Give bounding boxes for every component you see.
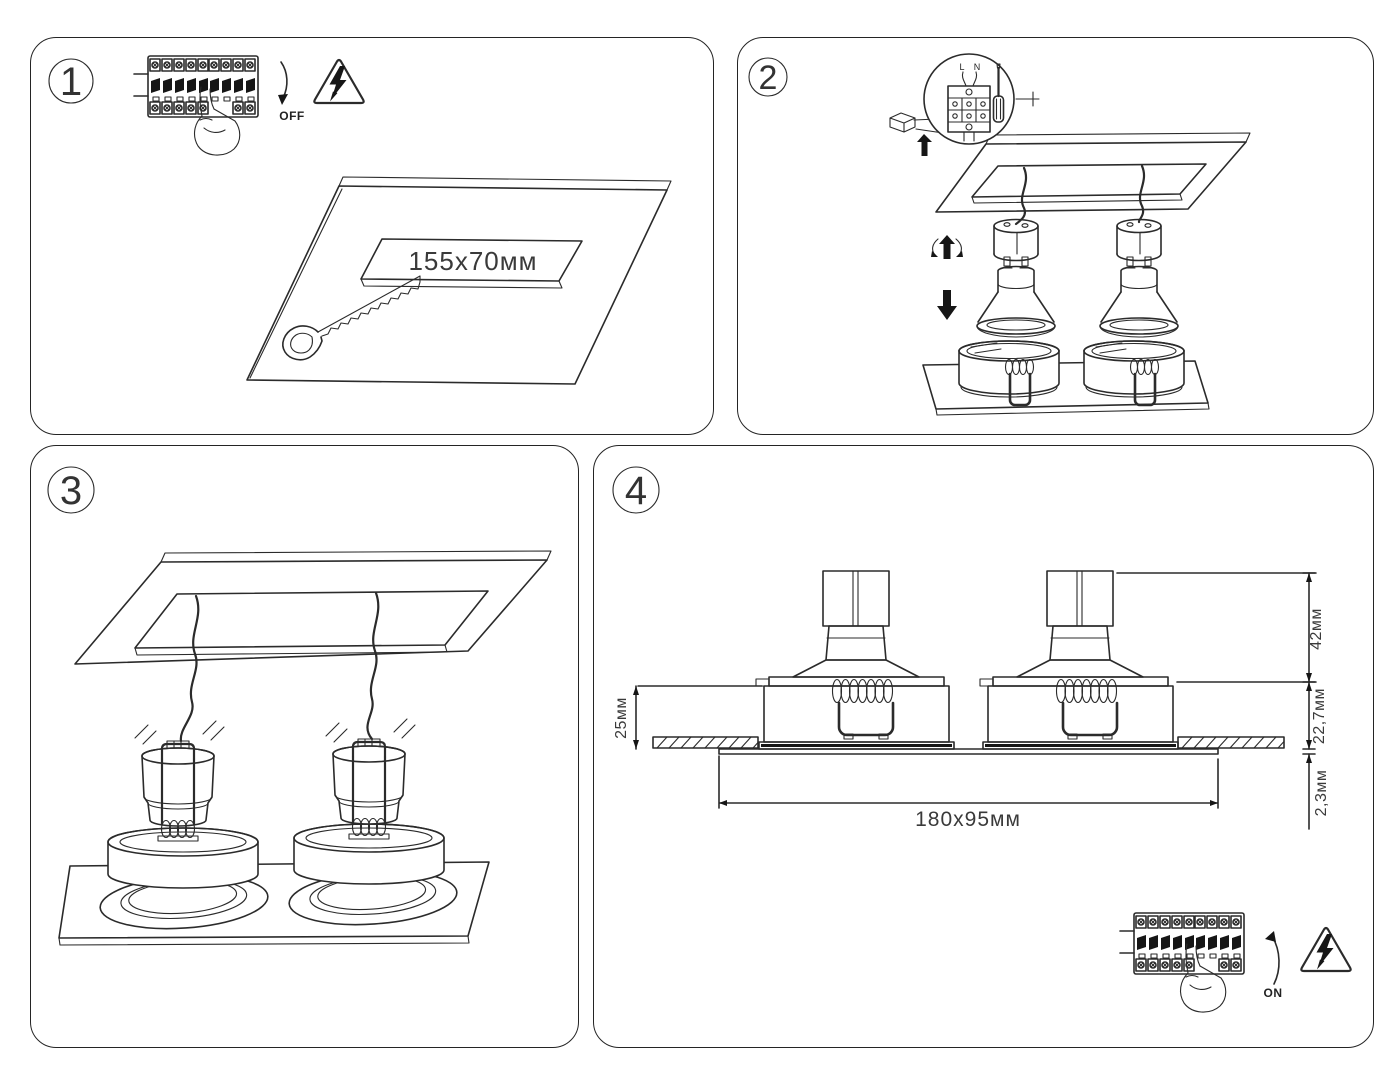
- switch-on-label: ON: [1264, 986, 1283, 1000]
- power-wire: [179, 594, 200, 743]
- step-badge: 1: [48, 58, 94, 104]
- step-number: 1: [60, 60, 82, 104]
- cutout-outline: [360, 238, 583, 289]
- breaker-panel-illustration: [1119, 912, 1245, 1013]
- terminal-n-label: N: [974, 62, 981, 72]
- step4-illustration: 4: [612, 466, 1352, 1013]
- cutout-size-label: 155x70мм: [408, 246, 537, 276]
- hand-pressing-icon: [193, 86, 241, 156]
- lamp-housing: [107, 827, 259, 889]
- electric-hazard-icon: [1300, 926, 1352, 973]
- hand-pressing-icon: [1179, 943, 1227, 1013]
- dimension-lines: [633, 572, 1317, 830]
- power-wire: [366, 591, 380, 741]
- switch-off-arrow-icon: OFF: [278, 61, 305, 123]
- pointer-line: [1015, 91, 1040, 107]
- down-arrow-icon: [937, 290, 957, 320]
- screwdriver-icon: [992, 63, 1005, 123]
- step-badge: 4: [612, 466, 660, 514]
- step2-illustration: 2: [748, 53, 1251, 416]
- magnified-wiring-detail: L N: [889, 53, 1040, 156]
- step-badge: 3: [47, 466, 95, 514]
- switch-on-arrow-icon: ON: [1264, 931, 1283, 1000]
- lamp-housing: [293, 823, 445, 885]
- dimension-trim-label: 2,3мм: [1313, 770, 1330, 817]
- insert-up-arrow-icon: [917, 134, 932, 156]
- ceiling-cross-section: [652, 736, 1285, 749]
- breaker-toggles: [1137, 935, 1241, 950]
- dimension-recess-label: 25мм: [613, 697, 630, 739]
- electric-hazard-icon: [313, 58, 365, 105]
- dimension-height-label: 42мм: [1308, 608, 1325, 650]
- step1-panel: 1 OFF: [30, 37, 714, 435]
- ceiling-plate: [935, 132, 1251, 213]
- step4-panel: 4: [593, 445, 1374, 1048]
- terminal-l-label: L: [959, 62, 964, 72]
- dimension-frame-size-label: 180x95мм: [915, 808, 1021, 831]
- step1-illustration: 1 OFF: [48, 55, 672, 385]
- keyhole-saw-icon: [282, 275, 421, 361]
- step-number: 3: [60, 469, 82, 513]
- dimension-depth-label: 22,7мм: [1311, 688, 1328, 744]
- rotate-arrow-icon: [931, 235, 963, 259]
- terminal-block: [947, 85, 991, 142]
- power-wire: [1014, 166, 1028, 226]
- ceiling-plate: [74, 550, 552, 665]
- step-badge: 2: [748, 57, 788, 97]
- breaker-panel-illustration: [133, 55, 259, 156]
- junction-box: [889, 112, 916, 133]
- switch-off-label: OFF: [279, 109, 305, 123]
- step-number: 2: [759, 59, 778, 97]
- step3-panel: 3: [30, 445, 579, 1048]
- step-number: 4: [625, 469, 647, 513]
- motion-arcs: [134, 718, 416, 745]
- step2-panel: 2: [737, 37, 1374, 435]
- trim-plate-cross-section: [718, 748, 1219, 755]
- step3-illustration: 3: [47, 466, 552, 946]
- ceiling-board: 155x70мм: [246, 176, 672, 385]
- breaker-toggles: [151, 78, 255, 93]
